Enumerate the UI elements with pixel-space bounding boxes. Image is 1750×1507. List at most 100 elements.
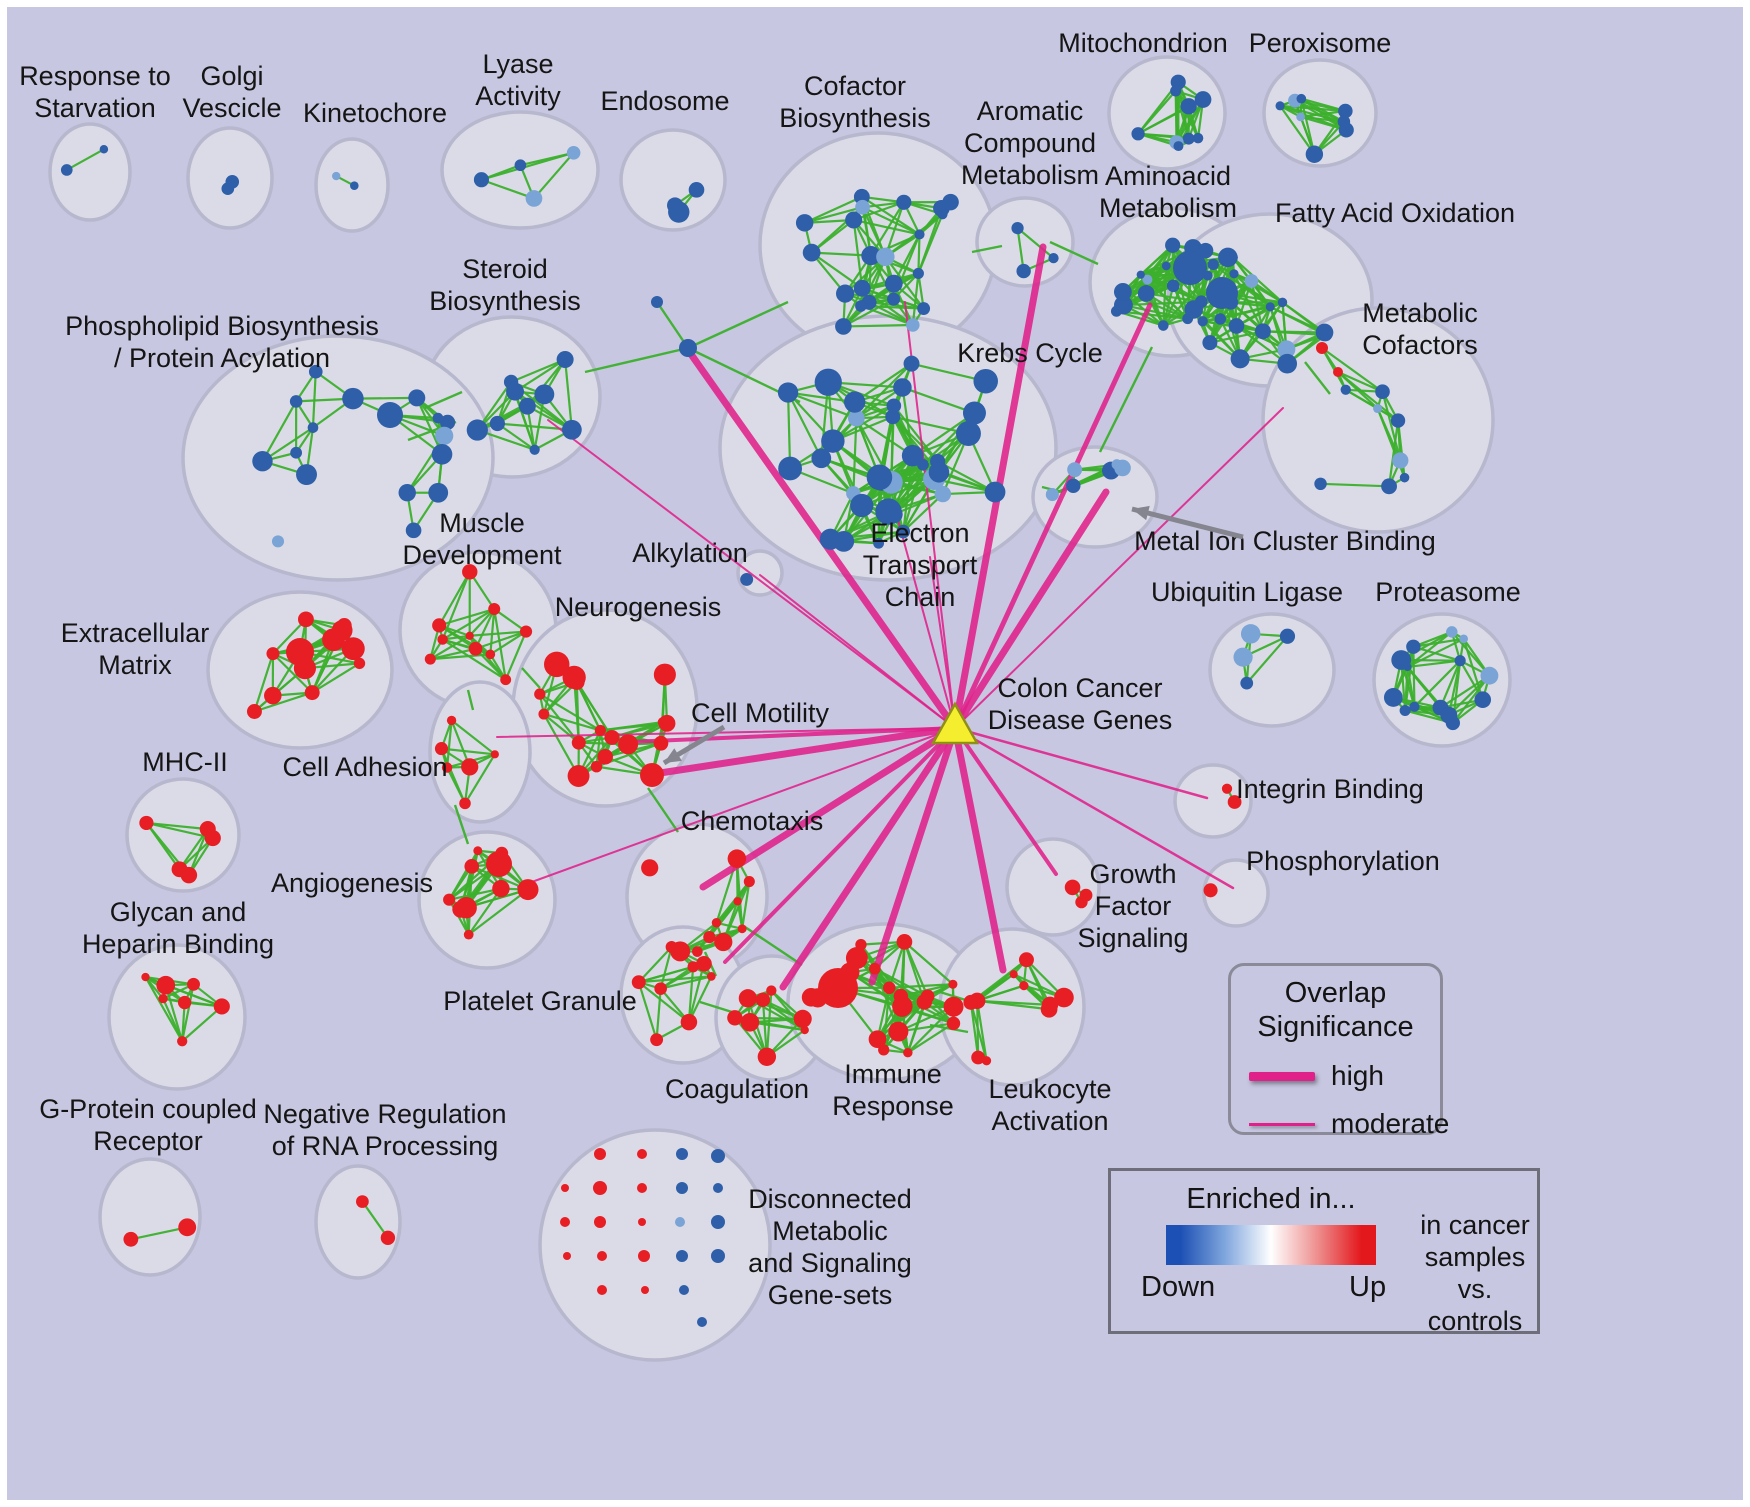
gene-set-node — [1333, 367, 1343, 377]
gene-set-edge — [1300, 115, 1347, 132]
gene-set-edge — [520, 151, 574, 167]
gene-set-node — [691, 946, 703, 957]
gene-set-node — [714, 932, 733, 952]
gene-set-edge — [442, 638, 491, 656]
gene-set-edge — [1235, 325, 1288, 365]
overlap-edge-moderate — [496, 727, 956, 738]
gene-set-edge — [261, 400, 298, 462]
gene-set-node — [687, 961, 699, 973]
gene-set-node — [443, 893, 456, 906]
gene-set-node — [727, 849, 747, 868]
gene-set-edge — [1279, 104, 1345, 123]
gene-set-node — [1203, 883, 1218, 898]
gene-set-node — [266, 647, 280, 661]
gene-set-node — [906, 318, 920, 332]
gene-set-node — [177, 995, 192, 1010]
gene-set-edge — [655, 988, 662, 1040]
gene-set-node — [811, 448, 832, 469]
gene-set-edge — [543, 713, 580, 744]
gene-set-node — [727, 1010, 743, 1026]
gene-set-node — [1131, 127, 1145, 141]
legend-overlap-title-line1: Overlap — [1284, 977, 1387, 1009]
gene-set-edge — [448, 887, 502, 901]
gene-set-edge — [1439, 660, 1462, 709]
gene-set-node — [942, 193, 959, 211]
label-integrin-binding: Integrin Binding — [1236, 774, 1424, 804]
gene-set-node — [1227, 252, 1238, 263]
gene-set-node — [934, 485, 952, 503]
gene-set-edge — [311, 371, 317, 428]
gene-set-edge — [741, 881, 751, 929]
gene-set-node — [538, 708, 550, 720]
gene-set-node — [290, 446, 303, 459]
gene-set-node — [711, 1215, 725, 1229]
gene-set-node — [680, 1013, 698, 1031]
gene-set-edge — [1337, 371, 1399, 422]
gene-set-edge — [146, 821, 208, 831]
gene-set-edge — [430, 647, 476, 661]
gene-set-node — [264, 686, 282, 705]
legend-enrichment-title: Enriched in... — [1186, 1183, 1356, 1215]
gene-set-node — [286, 638, 314, 666]
gene-set-node — [1338, 103, 1353, 119]
inter-cluster-edge — [453, 804, 470, 845]
gene-set-node — [529, 444, 540, 455]
gene-set-node — [875, 498, 902, 525]
gene-set-node — [180, 866, 198, 884]
gene-set-node — [440, 414, 456, 430]
gene-set-node — [1409, 701, 1420, 712]
gene-set-node — [1240, 624, 1261, 644]
gene-set-node — [640, 763, 664, 787]
label-phospholipid-biosynthesis: Phospholipid Biosynthesis/ Protein Acyla… — [65, 311, 379, 373]
overlap-edge-high — [953, 726, 1058, 876]
inter-cluster-edge — [1244, 285, 1263, 299]
gene-set-edge — [164, 984, 184, 1042]
gene-set-node — [1227, 795, 1242, 809]
gene-set-node — [641, 859, 659, 877]
gene-set-edge — [533, 152, 575, 200]
cluster-aromatic-compound-metabolism — [975, 196, 1075, 288]
gene-set-node — [1296, 112, 1306, 122]
gene-set-node — [298, 611, 314, 628]
cluster-mitochondrion — [1107, 55, 1227, 171]
gene-set-edge — [638, 981, 690, 1023]
label-proteasome: Proteasome — [1375, 577, 1521, 607]
gene-set-edge — [450, 719, 496, 756]
gene-set-edge — [468, 888, 529, 936]
gene-set-node — [676, 1250, 688, 1262]
legend-moderate-row: moderate — [1249, 1108, 1449, 1140]
cluster-ubiquitin-ligase — [1208, 612, 1336, 728]
gene-set-edge — [272, 652, 313, 694]
gene-set-edge — [811, 251, 871, 257]
gene-set-node — [738, 989, 757, 1008]
gene-set-node — [821, 429, 845, 453]
gene-set-node — [800, 1025, 809, 1035]
gene-set-node — [1233, 647, 1253, 667]
gene-set-node — [638, 1218, 646, 1226]
gene-set-edge — [888, 987, 909, 1053]
gene-set-node — [213, 998, 230, 1015]
gene-set-node — [1391, 650, 1412, 670]
gene-set-edge — [1162, 274, 1209, 327]
gene-set-node — [1016, 263, 1031, 279]
gene-set-edge — [1016, 227, 1055, 259]
gene-set-edge — [438, 571, 471, 626]
gene-set-node — [833, 530, 855, 552]
cluster-g-protein-coupled-receptor — [98, 1157, 202, 1277]
gene-set-edge — [442, 608, 495, 641]
gene-set-node — [1381, 478, 1397, 495]
gene-set-node — [432, 618, 447, 633]
gene-set-node — [561, 1184, 569, 1192]
high-significance-label: high — [1331, 1060, 1384, 1091]
gene-set-node — [1048, 252, 1059, 264]
legend-enrichment: Enriched in... Down Up in cancer samples… — [1108, 1168, 1540, 1336]
gene-set-node — [563, 1252, 571, 1260]
gene-set-node — [473, 172, 489, 188]
gene-set-node — [562, 665, 586, 689]
gene-set-edge — [165, 984, 223, 1008]
gene-set-edge — [897, 1005, 955, 1033]
